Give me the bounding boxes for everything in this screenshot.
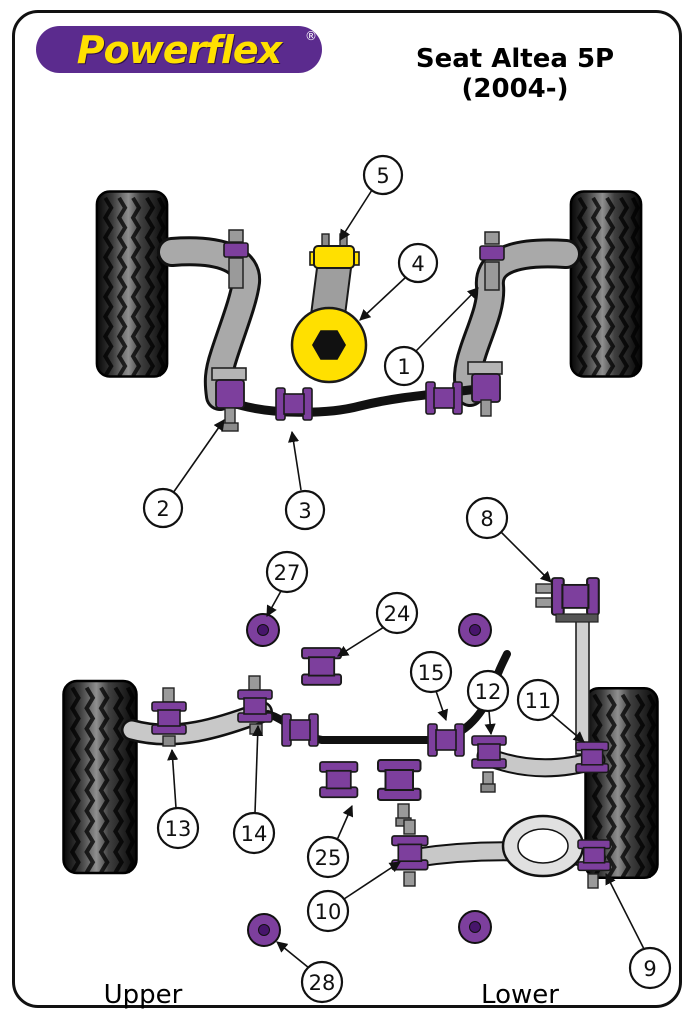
front-right-tire [569,190,643,378]
callout-arrow [359,276,407,321]
callout-number: 10 [315,900,342,924]
top-mount-disc-upper-left [246,613,280,647]
callout-5: 5 [339,154,404,241]
engine-mount [290,233,368,384]
callout-27: 27 [265,550,309,617]
callout-arrow [500,531,552,583]
callout-14: 14 [232,724,276,855]
callout-arrow [276,941,310,969]
callout-arrow [288,430,302,491]
label-lower: Lower [481,980,559,1010]
callout-number: 9 [643,957,656,981]
callout-3: 3 [284,430,326,531]
front-right-arm-bolt [479,231,505,291]
front-left-tire [95,190,169,378]
callout-arrow [605,873,645,950]
callout-number: 24 [384,602,411,626]
callout-4: 4 [359,242,439,321]
rear-bush-25-right [377,759,422,801]
callout-12: 12 [466,669,510,736]
rear-lower-arm-inner-bush [471,735,507,793]
rear-knuckle-arm [404,814,606,878]
page-title: Seat Altea 5P (2004-) [415,44,615,104]
callout-number: 5 [376,164,389,188]
rear-left-tire [64,681,137,873]
rear-bush-25-left [319,761,359,799]
callout-number: 27 [274,561,301,585]
callout-28: 28 [276,941,344,1004]
registered-trademark-symbol: ® [305,29,317,43]
callout-arrow [167,748,179,809]
front-arb-left-clamp [211,367,247,432]
callout-arrow [343,861,401,900]
rear-upper-mount-bush [535,576,600,623]
callout-arrow [435,690,449,722]
callout-1: 1 [383,287,479,387]
top-mount-disc-upper-right [458,613,492,647]
front-arb-bush-right [425,381,463,415]
callout-number: 14 [241,822,268,846]
callout-number: 12 [475,680,502,704]
callout-arrow [252,724,264,814]
front-left-arm-bolt [223,229,249,289]
callout-number: 2 [156,497,169,521]
callout-number: 11 [525,689,552,713]
callout-15: 15 [409,650,453,722]
callout-10: 10 [306,861,401,933]
mount-insert-upper [313,245,355,269]
rear-knuckle-inner-bush [391,819,429,887]
callout-arrow [336,804,354,841]
callout-arrow [484,710,496,736]
callout-number: 4 [411,252,424,276]
callout-arrow [266,590,282,617]
rear-arm-front-bush [151,687,187,747]
top-mount-disc-lower-left [247,913,281,947]
top-mount-disc-lower-right [458,910,492,944]
callout-number: 15 [418,661,445,685]
callout-arrow [550,713,585,743]
callout-number: 13 [165,817,192,841]
hub-hole [517,828,569,864]
front-arb-right-clamp [467,361,503,417]
mount-nut [312,330,346,360]
callout-24: 24 [337,591,419,657]
callout-13: 13 [156,748,200,850]
callout-number: 3 [298,499,311,523]
callout-arrow [172,419,225,494]
callout-number: 1 [397,355,410,379]
callout-number: 28 [309,971,336,995]
callout-25: 25 [306,804,354,879]
callout-arrow [337,626,385,657]
rear-knuckle-outer-bush [577,839,612,889]
powerflex-logo-text: Powerflex [76,27,282,72]
powerflex-logo: Powerflex ® [36,26,322,73]
rear-arb-bush-right [427,723,465,757]
callout-number: 25 [315,846,342,870]
label-upper: Upper [103,980,183,1010]
rear-arb-bush-left [281,713,319,747]
callout-number: 8 [480,507,493,531]
callout-arrow [339,189,373,241]
callout-arrow [415,287,479,352]
diagram-frame [12,10,682,1008]
callout-2: 2 [142,419,225,529]
callout-8: 8 [465,496,552,583]
rear-bush-24 [301,647,343,686]
callout-11: 11 [516,678,585,743]
callout-9: 9 [605,873,672,990]
rear-drop-link [575,615,590,755]
